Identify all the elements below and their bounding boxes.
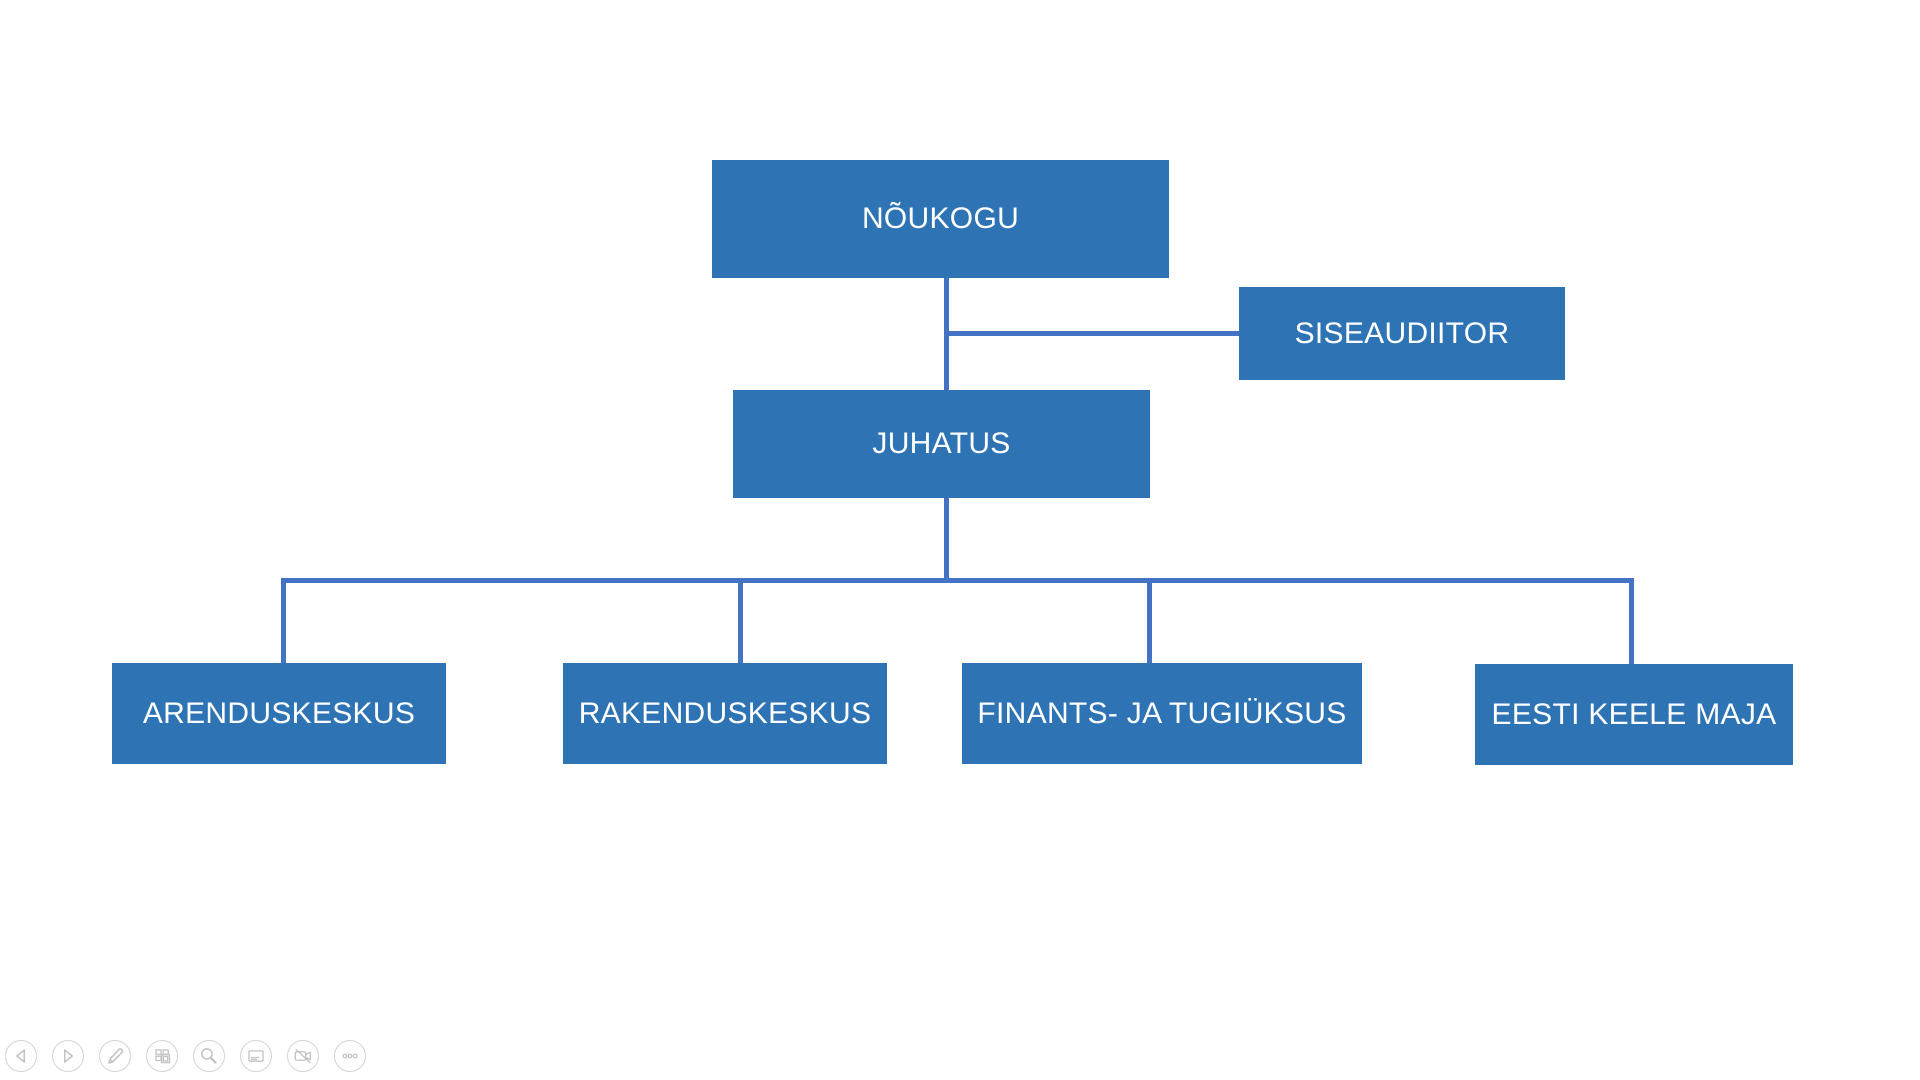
connector-stub-finants [1147, 583, 1152, 664]
connector-branch-to-siseaudiitor [944, 331, 1240, 336]
connector-horizontal-rail [281, 578, 1634, 583]
subtitles-icon [248, 1050, 264, 1062]
ellipsis-icon [342, 1053, 358, 1059]
see-all-slides-button[interactable] [146, 1040, 178, 1072]
magnifier-icon [201, 1048, 217, 1064]
org-node-juhatus: JUHATUS [733, 390, 1150, 498]
next-slide-icon [63, 1049, 73, 1063]
org-node-rakenduskeskus: RAKENDUSKESKUS [563, 663, 887, 764]
connector-stub-eesti-keele-maja [1629, 578, 1634, 665]
next-slide-button[interactable] [52, 1040, 84, 1072]
connector-juhatus-to-rail [944, 498, 949, 583]
camera-toggle-button[interactable] [287, 1040, 319, 1072]
org-node-noukogu: NÕUKOGU [712, 160, 1169, 278]
org-node-siseaudiitor: SISEAUDIITOR [1239, 287, 1565, 380]
zoom-slide-button[interactable] [193, 1040, 225, 1072]
pen-tools-button[interactable] [99, 1040, 131, 1072]
previous-slide-icon [16, 1049, 26, 1063]
org-node-finants-ja-tugiuksus: FINANTS- JA TUGIÜKSUS [962, 663, 1362, 764]
subtitles-button[interactable] [240, 1040, 272, 1072]
slideshow-toolbar [5, 1040, 366, 1072]
connector-stub-rakenduskeskus [738, 583, 743, 664]
pen-icon [108, 1048, 124, 1064]
see-all-slides-icon [155, 1049, 171, 1064]
connector-stub-arenduskeskus [281, 578, 286, 664]
previous-slide-button[interactable] [5, 1040, 37, 1072]
org-node-eesti-keele-maja: EESTI KEELE MAJA [1475, 664, 1793, 765]
more-options-button[interactable] [334, 1040, 366, 1072]
camera-off-icon [294, 1048, 311, 1064]
org-node-arenduskeskus: ARENDUSKESKUS [112, 663, 446, 764]
